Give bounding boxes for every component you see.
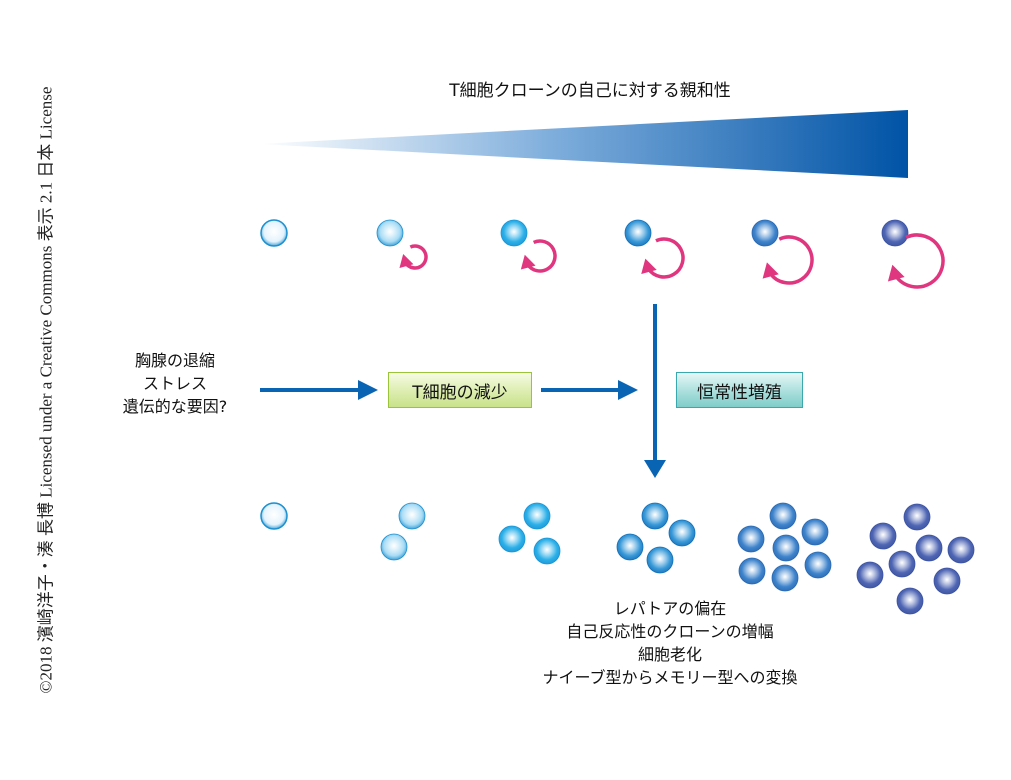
expanded-clone-cell	[737, 525, 765, 553]
expanded-clone-cell	[498, 525, 526, 553]
arrow-decrease-to-proliferation	[541, 380, 638, 400]
cause-item: ストレス	[142, 374, 207, 393]
expanded-clone-cell	[668, 519, 696, 547]
cause-item: 遺伝的な要因?	[122, 397, 228, 416]
outcome-item: レパトアの偏在	[613, 599, 727, 618]
clone-cell-affinity-6	[881, 219, 909, 247]
clone-cell-affinity-3	[500, 219, 528, 247]
homeostatic-proliferation-box: 恒常性増殖	[676, 372, 803, 408]
expanded-clone-cell	[771, 564, 799, 592]
expanded-clone-cell	[738, 557, 766, 585]
expanded-clone-cell	[523, 502, 551, 530]
clone-cell-affinity-5	[751, 219, 779, 247]
self-renewal-arrow-icon	[404, 244, 428, 270]
outcome-item: 自己反応性のクローンの増幅	[566, 622, 774, 641]
t-cell-decrease-box: T細胞の減少	[388, 372, 532, 408]
arrow-causes-to-decrease	[260, 380, 378, 400]
expanded-clone-cell	[533, 537, 561, 565]
expanded-clone-cell	[772, 534, 800, 562]
expanded-clone-cell	[888, 550, 916, 578]
arrow-vertical-down	[644, 304, 666, 478]
expanded-clone-cell	[903, 503, 931, 531]
outcome-item: 細胞老化	[637, 645, 702, 664]
expanded-clone-cell	[641, 502, 669, 530]
affinity-gradient-wedge	[258, 110, 908, 178]
expanded-clone-cell	[915, 534, 943, 562]
self-renewal-arrow-icon	[894, 233, 945, 289]
self-renewal-arrowhead-icon	[641, 258, 657, 275]
self-renewal-arrow-icon	[647, 237, 685, 279]
expanded-clone-cell	[769, 502, 797, 530]
outcomes-list: レパトアの偏在 自己反応性のクローンの増幅 細胞老化 ナイーブ型からメモリー型へ…	[500, 597, 840, 689]
causes-list: 胸腺の退縮 ストレス 遺伝的な要因?	[100, 349, 250, 418]
expanded-clone-cell	[856, 561, 884, 589]
clone-cell-affinity-4	[624, 219, 652, 247]
self-renewal-arrow-icon	[526, 239, 557, 273]
expanded-clone-cell	[616, 533, 644, 561]
expanded-clone-cell	[801, 518, 829, 546]
expanded-clone-cell	[804, 551, 832, 579]
expanded-clone-cell	[947, 536, 975, 564]
clone-cell-affinity-2	[376, 219, 404, 247]
top-row-clones	[260, 219, 945, 289]
self-renewal-arrowhead-icon	[520, 254, 536, 270]
cause-item: 胸腺の退縮	[134, 351, 215, 370]
bottom-row-clone-groups	[260, 502, 975, 615]
expanded-clone-cell	[869, 522, 897, 550]
affinity-title: T細胞クローンの自己に対する親和性	[449, 81, 731, 101]
outcome-item: ナイーブ型からメモリー型への変換	[542, 668, 798, 687]
expanded-clone-cell	[646, 546, 674, 574]
expanded-clone-cell	[933, 567, 961, 595]
expanded-clone-cell	[380, 533, 408, 561]
expanded-clone-cell	[260, 502, 288, 530]
self-renewal-arrowhead-icon	[762, 262, 779, 279]
self-renewal-arrow-icon	[768, 235, 814, 285]
expanded-clone-cell	[398, 502, 426, 530]
expanded-clone-cell	[896, 587, 924, 615]
clone-cell-affinity-1	[260, 219, 288, 247]
self-renewal-arrowhead-icon	[399, 253, 414, 268]
self-renewal-arrowhead-icon	[887, 264, 905, 282]
